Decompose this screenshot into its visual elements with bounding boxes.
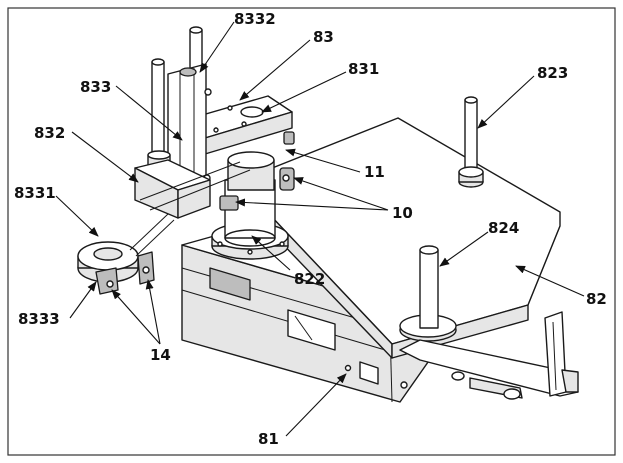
label-832: 832 bbox=[34, 124, 65, 142]
leader-8333 bbox=[69, 281, 97, 319]
label-8333: 8333 bbox=[18, 310, 60, 328]
leader-81 bbox=[285, 373, 347, 437]
leader-82 bbox=[515, 265, 585, 297]
leader-10a bbox=[293, 177, 389, 211]
leader-lines bbox=[55, 21, 585, 437]
cylinder-833 bbox=[147, 26, 212, 191]
leader-822 bbox=[251, 235, 291, 271]
leader-833 bbox=[115, 85, 183, 141]
leader-8331 bbox=[55, 195, 99, 237]
leader-14b bbox=[145, 279, 161, 345]
leader-83 bbox=[239, 39, 311, 101]
post-823 bbox=[458, 96, 484, 188]
label-81: 81 bbox=[258, 430, 279, 448]
block-832 bbox=[134, 159, 251, 219]
label-83: 83 bbox=[313, 28, 334, 46]
reference-labels: 8332 83 831 823 833 832 11 10 8331 824 8… bbox=[14, 10, 607, 448]
gripper-8331 bbox=[77, 213, 175, 295]
lever-arm bbox=[399, 311, 579, 400]
label-8332: 8332 bbox=[234, 10, 276, 28]
label-10: 10 bbox=[392, 204, 413, 222]
leader-8332 bbox=[199, 21, 235, 73]
leader-831 bbox=[261, 71, 347, 113]
label-822: 822 bbox=[294, 270, 325, 288]
label-823: 823 bbox=[537, 64, 568, 82]
leader-823 bbox=[477, 75, 535, 129]
leader-11 bbox=[285, 148, 361, 173]
leader-832 bbox=[71, 131, 139, 183]
leader-10b bbox=[235, 198, 389, 211]
label-82: 82 bbox=[586, 290, 607, 308]
leader-14a bbox=[111, 289, 161, 345]
frame-border bbox=[7, 7, 616, 456]
label-11: 11 bbox=[364, 163, 385, 181]
label-824: 824 bbox=[488, 219, 519, 237]
leader-824 bbox=[439, 231, 489, 267]
label-14: 14 bbox=[150, 346, 171, 364]
label-833: 833 bbox=[80, 78, 111, 96]
label-831: 831 bbox=[348, 60, 379, 78]
label-8331: 8331 bbox=[14, 184, 56, 202]
